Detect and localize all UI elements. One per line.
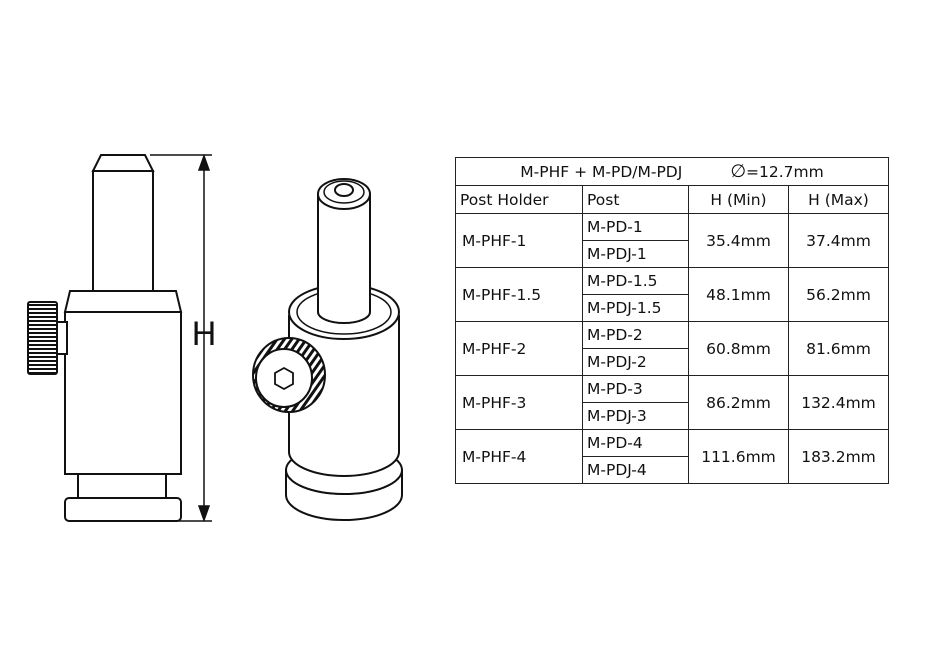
table-row: M-PDJ-1.5 [456, 294, 889, 322]
cell-h-min: 48.1mm [688, 267, 789, 322]
cell-h-min: 60.8mm [688, 321, 789, 376]
header-h-min: H (Min) [688, 185, 789, 214]
cell-post-b: M-PDJ-2 [582, 348, 689, 376]
table-title-text: M-PHF + M-PD/M-PDJ [520, 163, 683, 181]
cell-post-a: M-PD-2 [582, 321, 689, 349]
cell-holder: M-PHF-4 [455, 429, 583, 484]
diameter-icon: ∅ [730, 161, 746, 182]
cell-h-max: 37.4mm [788, 213, 889, 268]
post-tip [91, 154, 155, 172]
cell-holder: M-PHF-3 [455, 375, 583, 430]
iso-post-hole [334, 183, 354, 197]
thumbscrew-knurl [27, 301, 58, 375]
table-title: M-PHF + M-PD/M-PDJ ∅=12.7mm [455, 157, 889, 186]
cell-post-b: M-PDJ-4 [582, 456, 689, 484]
post-shaft [92, 170, 154, 292]
table-title-row: M-PHF + M-PD/M-PDJ ∅=12.7mm [455, 157, 889, 186]
cell-h-max: 81.6mm [788, 321, 889, 376]
cell-post-a: M-PD-3 [582, 375, 689, 403]
cell-post-b: M-PDJ-1 [582, 240, 689, 268]
table-row: M-PDJ-1 [456, 240, 889, 268]
diameter-value: =12.7mm [746, 163, 824, 181]
cell-h-max: 132.4mm [788, 375, 889, 430]
header-post-holder: Post Holder [455, 185, 583, 214]
table-header-row: Post Holder Post H (Min) H (Max) [455, 185, 889, 214]
hex-socket-icon [274, 366, 294, 391]
cell-h-min: 35.4mm [688, 213, 789, 268]
isometric-view [252, 178, 403, 521]
cell-post-a: M-PD-1.5 [582, 267, 689, 295]
cell-h-max: 56.2mm [788, 267, 889, 322]
cell-post-b: M-PDJ-1.5 [582, 294, 689, 322]
table-row: M-PHF-2 M-PD-2 60.8mm 81.6mm [455, 321, 889, 376]
table-row: M-PHF-1.5 M-PD-1.5 48.1mm 56.2mm [455, 267, 889, 322]
cell-holder: M-PHF-2 [455, 321, 583, 376]
iso-post [317, 195, 371, 324]
base-flange [64, 497, 182, 522]
table-row: M-PHF-3 M-PD-3 86.2mm 132.4mm [455, 375, 889, 430]
cell-holder: M-PHF-1 [455, 213, 583, 268]
side-view [27, 154, 183, 522]
holder-body [64, 311, 182, 475]
cell-post-a: M-PD-4 [582, 429, 689, 457]
table-row: M-PDJ-4 [456, 456, 889, 484]
cell-post-a: M-PD-1 [582, 213, 689, 241]
dimension-label: H [192, 315, 217, 353]
header-h-max: H (Max) [788, 185, 889, 214]
cell-h-min: 111.6mm [688, 429, 789, 484]
table-row: M-PHF-1 M-PD-1 35.4mm 37.4mm [455, 213, 889, 268]
holder-rim [63, 290, 183, 313]
spec-table: M-PHF + M-PD/M-PDJ ∅=12.7mm Post Holder P… [455, 157, 889, 484]
table-row: M-PHF-4 M-PD-4 111.6mm 183.2mm [455, 429, 889, 484]
cell-post-b: M-PDJ-3 [582, 402, 689, 430]
header-post: Post [582, 185, 689, 214]
cell-h-max: 183.2mm [788, 429, 889, 484]
height-dimension [150, 153, 212, 523]
base-collar [77, 473, 167, 499]
cell-h-min: 86.2mm [688, 375, 789, 430]
table-row: M-PDJ-2 [456, 348, 889, 376]
cell-holder: M-PHF-1.5 [455, 267, 583, 322]
